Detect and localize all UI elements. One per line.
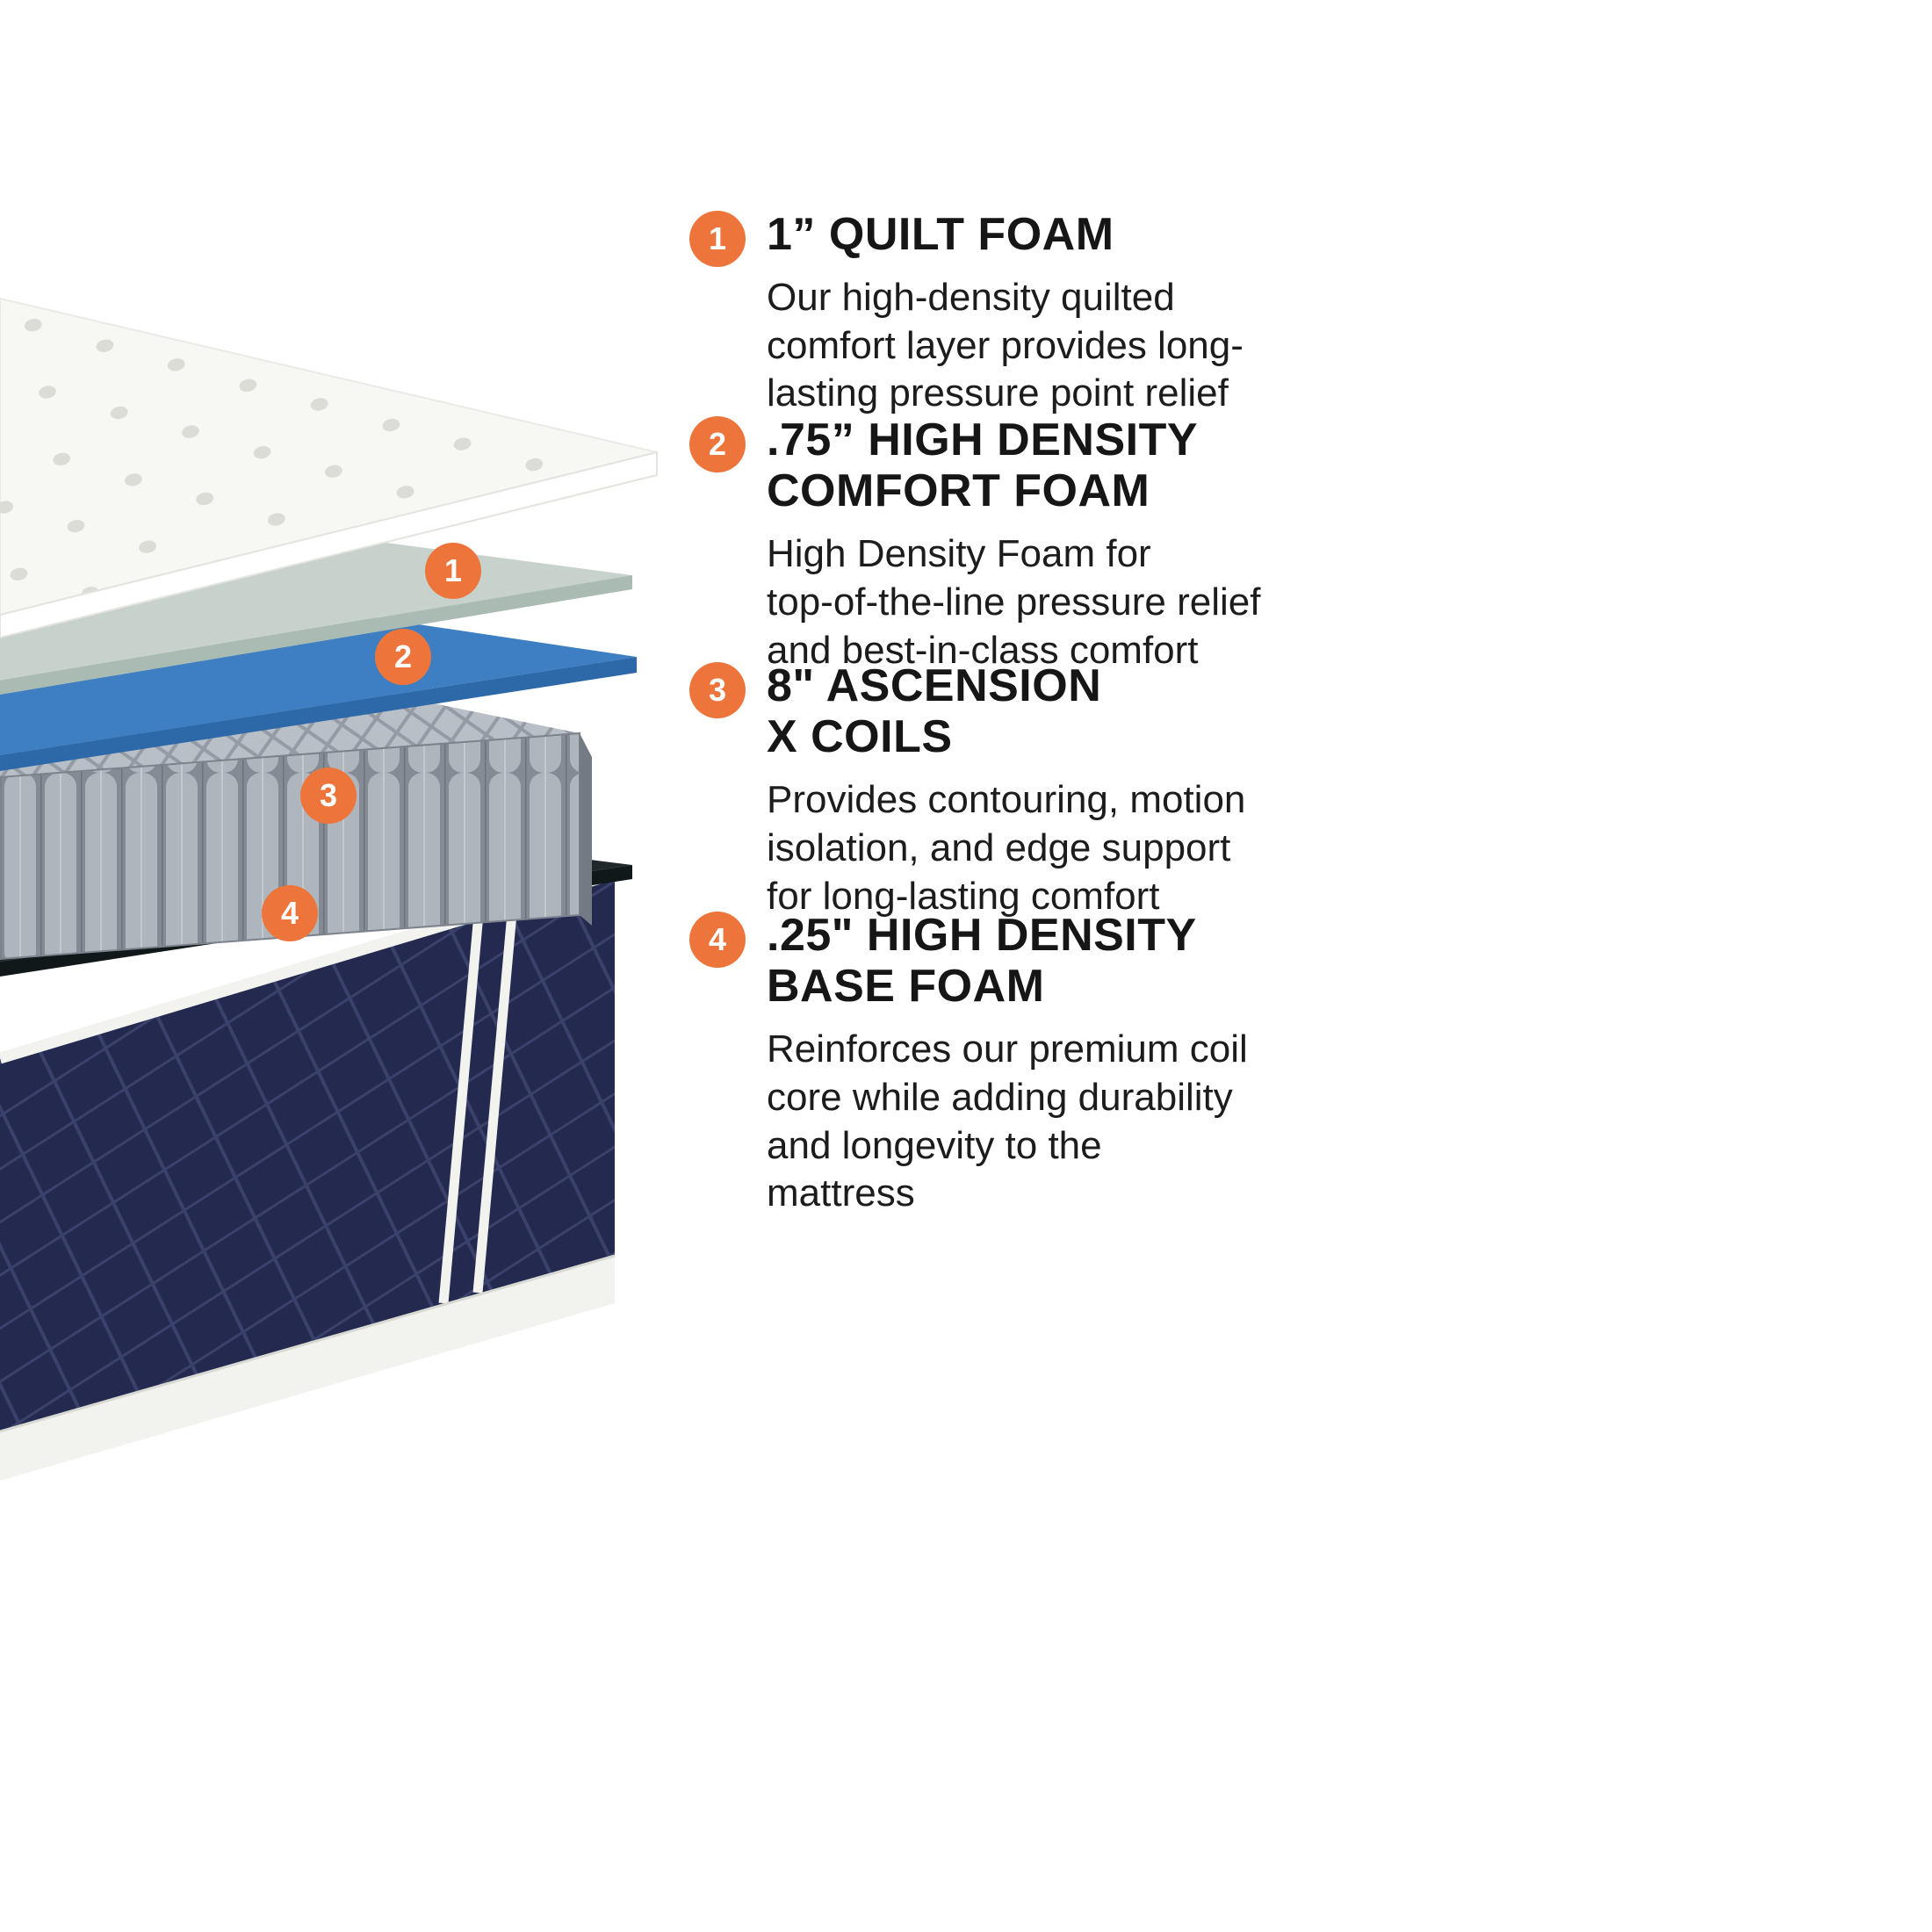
legend-item-coils: 3 8" ASCENSION X COILS Provides contouri… xyxy=(689,660,1351,920)
legend-description-2: High Density Foam for top-of-the-line pr… xyxy=(767,532,1261,672)
legend-item-comfort-foam: 2 .75” HIGH DENSITY COMFORT FOAM High De… xyxy=(689,415,1351,674)
legend-item-base-foam: 4 .25" HIGH DENSITY BASE FOAM Reinforces… xyxy=(689,910,1351,1218)
mattress-base xyxy=(0,868,616,1481)
mattress-layers-illustration xyxy=(0,297,658,1481)
diagram-marker-1: 1 xyxy=(425,543,481,599)
diagram-marker-3: 3 xyxy=(300,768,357,824)
diagram-marker-2: 2 xyxy=(375,629,431,685)
legend-marker-3: 3 xyxy=(689,662,746,718)
legend-item-quilt-foam: 1 1” QUILT FOAM Our high-density quilted… xyxy=(689,209,1351,418)
legend-marker-2: 2 xyxy=(689,416,746,472)
legend-title-4: .25" HIGH DENSITY BASE FOAM xyxy=(767,910,1197,1013)
diagram-marker-4: 4 xyxy=(262,885,318,941)
legend-marker-1: 1 xyxy=(689,211,746,267)
legend-description-3: Provides contouring, motion isolation, a… xyxy=(767,778,1246,918)
legend-title-2: .75” HIGH DENSITY COMFORT FOAM xyxy=(767,415,1199,517)
quilt-foam-layer xyxy=(0,297,658,639)
legend-description-4: Reinforces our premium coil core while a… xyxy=(767,1027,1248,1215)
legend-title-3: 8" ASCENSION X COILS xyxy=(767,660,1102,763)
legend-title-1: 1” QUILT FOAM xyxy=(767,209,1114,260)
legend-marker-4: 4 xyxy=(689,912,746,968)
legend-description-1: Our high-density quilted comfort layer p… xyxy=(767,276,1244,415)
